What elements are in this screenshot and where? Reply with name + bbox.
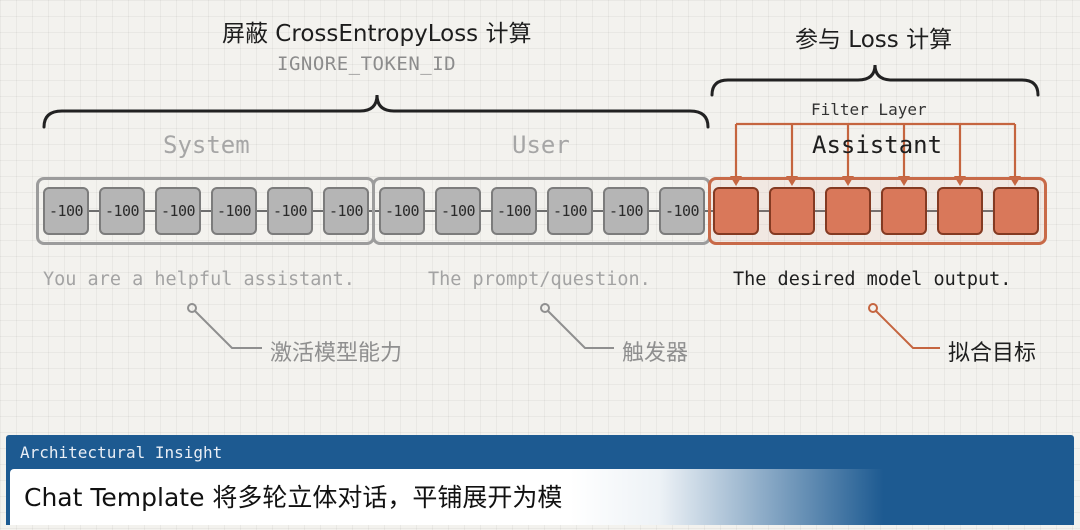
assistant-group bbox=[708, 177, 1047, 245]
segment-label-user: User bbox=[512, 131, 570, 159]
user-token: -100 bbox=[491, 187, 537, 235]
user-token: -100 bbox=[435, 187, 481, 235]
system-token: -100 bbox=[43, 187, 89, 235]
system-token: -100 bbox=[211, 187, 257, 235]
assistant-description: The desired model output. bbox=[733, 269, 1012, 290]
assistant-token bbox=[825, 187, 871, 235]
system-callout: 激活模型能力 bbox=[270, 341, 403, 366]
banner-heading: Architectural Insight bbox=[20, 443, 223, 462]
system-token: -100 bbox=[155, 187, 201, 235]
masked-subtitle: IGNORE_TOKEN_ID bbox=[277, 53, 457, 75]
user-token: -100 bbox=[379, 187, 425, 235]
system-token: -100 bbox=[99, 187, 145, 235]
loss-brace bbox=[710, 64, 1040, 97]
callout-system-line bbox=[187, 303, 262, 349]
masked-title: 屏蔽 CrossEntropyLoss 计算 bbox=[222, 21, 532, 47]
masked-brace bbox=[42, 94, 710, 129]
user-description: The prompt/question. bbox=[428, 269, 651, 290]
system-description: You are a helpful assistant. bbox=[43, 269, 355, 290]
insight-banner: Architectural Insight Chat Template 将多轮立… bbox=[6, 435, 1074, 525]
assistant-token bbox=[993, 187, 1039, 235]
filter-arrows bbox=[734, 122, 1017, 178]
banner-text: Chat Template 将多轮立体对话，平铺展开为模 bbox=[24, 483, 563, 512]
callout-assistant-line bbox=[868, 303, 940, 349]
filter-layer-label: Filter Layer bbox=[811, 100, 927, 119]
user-callout: 触发器 bbox=[622, 341, 689, 366]
system-token: -100 bbox=[323, 187, 369, 235]
banner-body: Chat Template 将多轮立体对话，平铺展开为模 bbox=[10, 469, 1074, 525]
user-token: -100 bbox=[547, 187, 593, 235]
segment-label-system: System bbox=[163, 131, 250, 159]
assistant-token bbox=[937, 187, 983, 235]
system-token: -100 bbox=[267, 187, 313, 235]
user-token: -100 bbox=[603, 187, 649, 235]
assistant-token bbox=[713, 187, 759, 235]
assistant-token bbox=[769, 187, 815, 235]
assistant-token bbox=[881, 187, 927, 235]
segment-label-assistant: Assistant bbox=[812, 131, 943, 159]
user-token: -100 bbox=[659, 187, 705, 235]
assistant-callout: 拟合目标 bbox=[948, 341, 1037, 366]
callout-user-line bbox=[540, 303, 614, 349]
loss-title: 参与 Loss 计算 bbox=[795, 27, 953, 53]
